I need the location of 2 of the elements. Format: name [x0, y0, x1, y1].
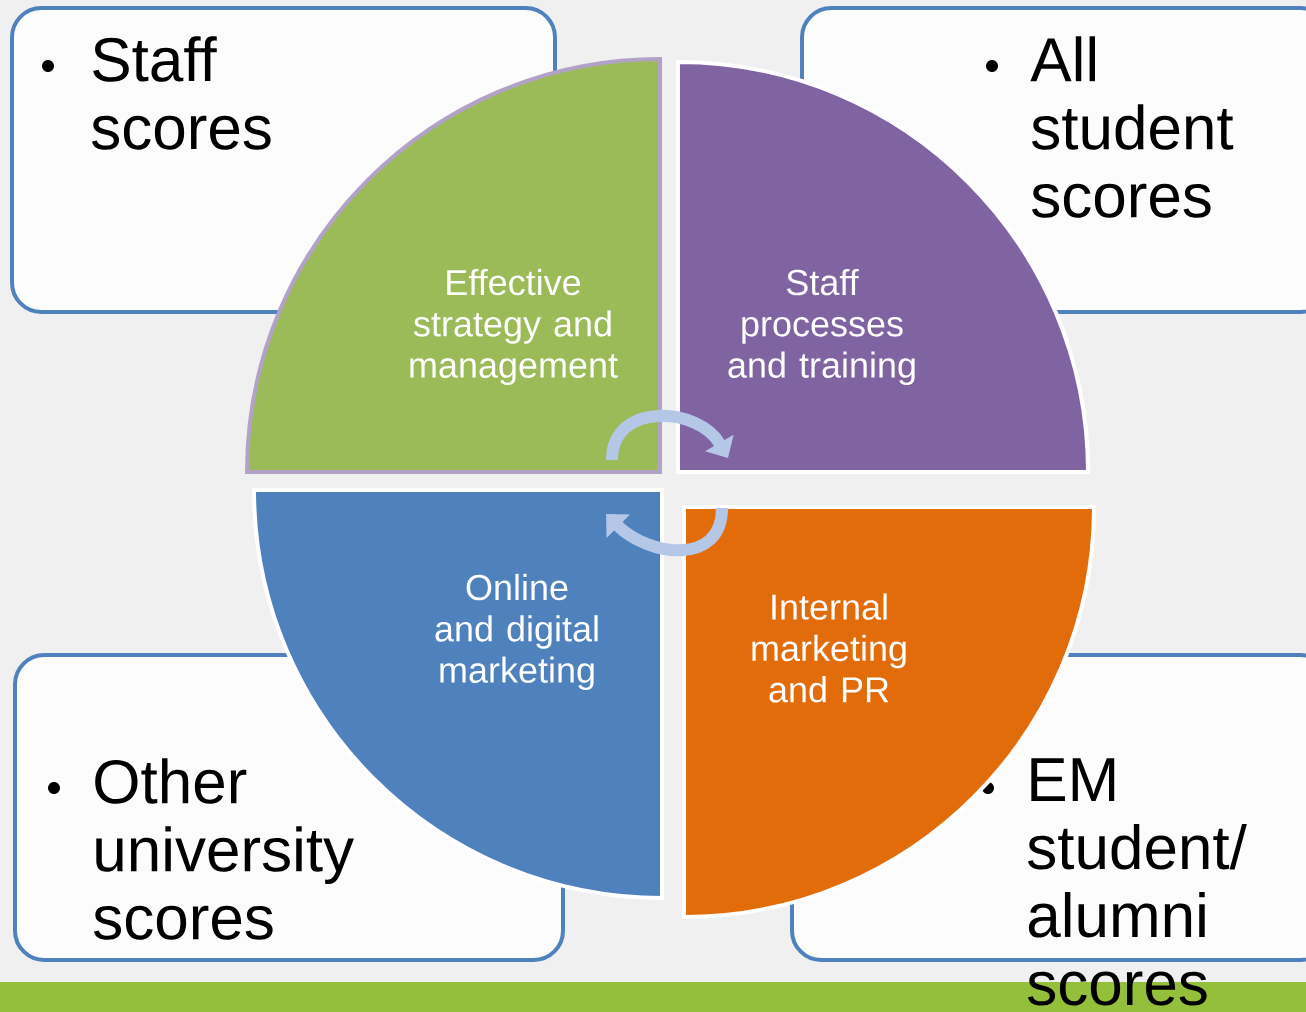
curved-arrow: [606, 409, 734, 461]
curved-arrow: [606, 507, 728, 557]
